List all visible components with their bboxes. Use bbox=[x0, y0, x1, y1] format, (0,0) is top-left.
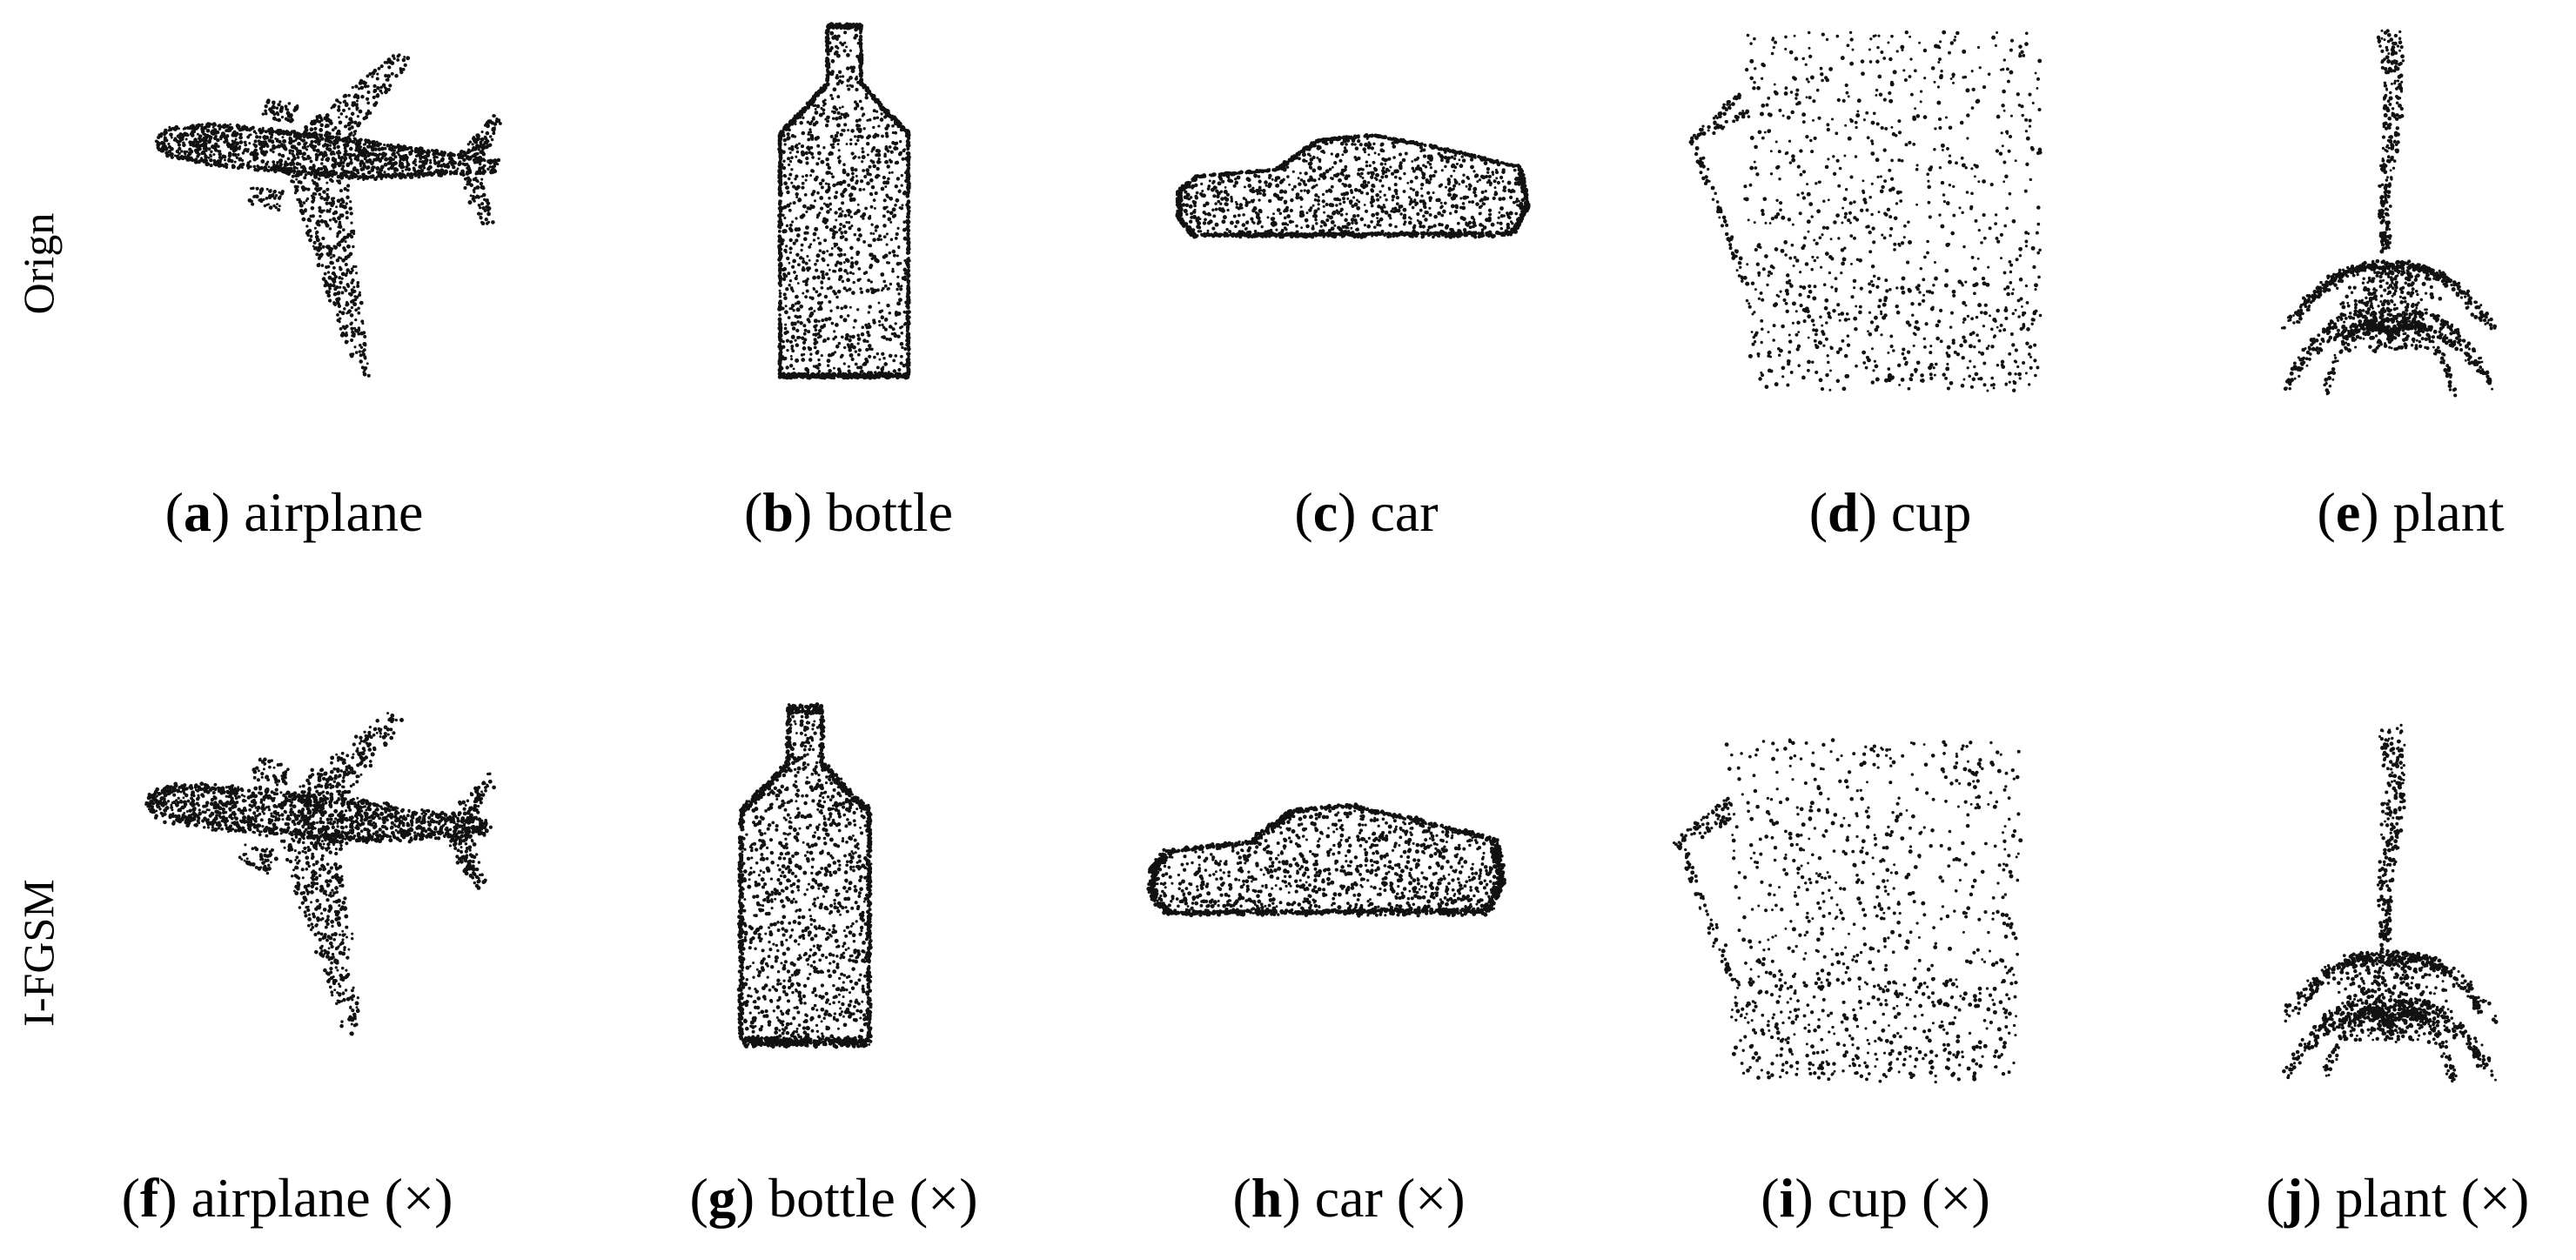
point-cloud-car bbox=[1175, 131, 1531, 252]
caption-c: (c) car bbox=[1294, 481, 1439, 543]
caption-d: (d) cup bbox=[1808, 481, 1972, 543]
caption-text: bottle (×) bbox=[768, 1167, 978, 1229]
caption-h: (h) car (×) bbox=[1232, 1167, 1466, 1229]
point-cloud-cup-adversarial bbox=[1672, 738, 2023, 1084]
caption-text: car bbox=[1370, 481, 1439, 543]
caption-text: cup (×) bbox=[1827, 1167, 1990, 1229]
caption-letter: c bbox=[1312, 481, 1338, 543]
caption-letter: e bbox=[2335, 481, 2361, 543]
point-cloud-cup bbox=[1688, 30, 2043, 392]
point-cloud-plant bbox=[2267, 29, 2502, 398]
point-cloud-car-adversarial bbox=[1146, 801, 1506, 931]
caption-text: bottle bbox=[826, 481, 953, 543]
caption-text: car (×) bbox=[1314, 1167, 1466, 1229]
caption-text: plant bbox=[2392, 481, 2505, 543]
caption-text: cup bbox=[1890, 481, 1972, 543]
row-label-ifgsm: I-FGSM bbox=[14, 879, 63, 1027]
row-label-orign: Orign bbox=[14, 212, 63, 315]
caption-letter: d bbox=[1828, 481, 1859, 543]
caption-f: (f) airplane (×) bbox=[121, 1167, 453, 1229]
caption-letter: g bbox=[708, 1167, 736, 1229]
caption-text: airplane (×) bbox=[191, 1167, 453, 1229]
caption-j: (j) plant (×) bbox=[2265, 1167, 2530, 1229]
caption-text: plant (×) bbox=[2335, 1167, 2530, 1229]
caption-letter: b bbox=[762, 481, 794, 543]
point-cloud-plant-adversarial bbox=[2267, 723, 2502, 1083]
caption-letter: a bbox=[183, 481, 211, 543]
caption-letter: h bbox=[1251, 1167, 1283, 1229]
caption-e: (e) plant bbox=[2317, 481, 2505, 543]
caption-i: (i) cup (×) bbox=[1761, 1167, 1990, 1229]
caption-letter: f bbox=[139, 1167, 159, 1229]
point-cloud-bottle-adversarial bbox=[735, 702, 875, 1049]
caption-g: (g) bottle (×) bbox=[689, 1167, 978, 1229]
point-cloud-airplane bbox=[148, 52, 505, 383]
point-cloud-bottle bbox=[775, 22, 914, 383]
caption-letter: j bbox=[2284, 1167, 2304, 1229]
point-cloud-airplane-adversarial bbox=[139, 712, 496, 1044]
caption-text: airplane bbox=[244, 481, 424, 543]
caption-b: (b) bottle bbox=[744, 481, 953, 543]
caption-a: (a) airplane bbox=[164, 481, 424, 543]
caption-letter: i bbox=[1779, 1167, 1795, 1229]
